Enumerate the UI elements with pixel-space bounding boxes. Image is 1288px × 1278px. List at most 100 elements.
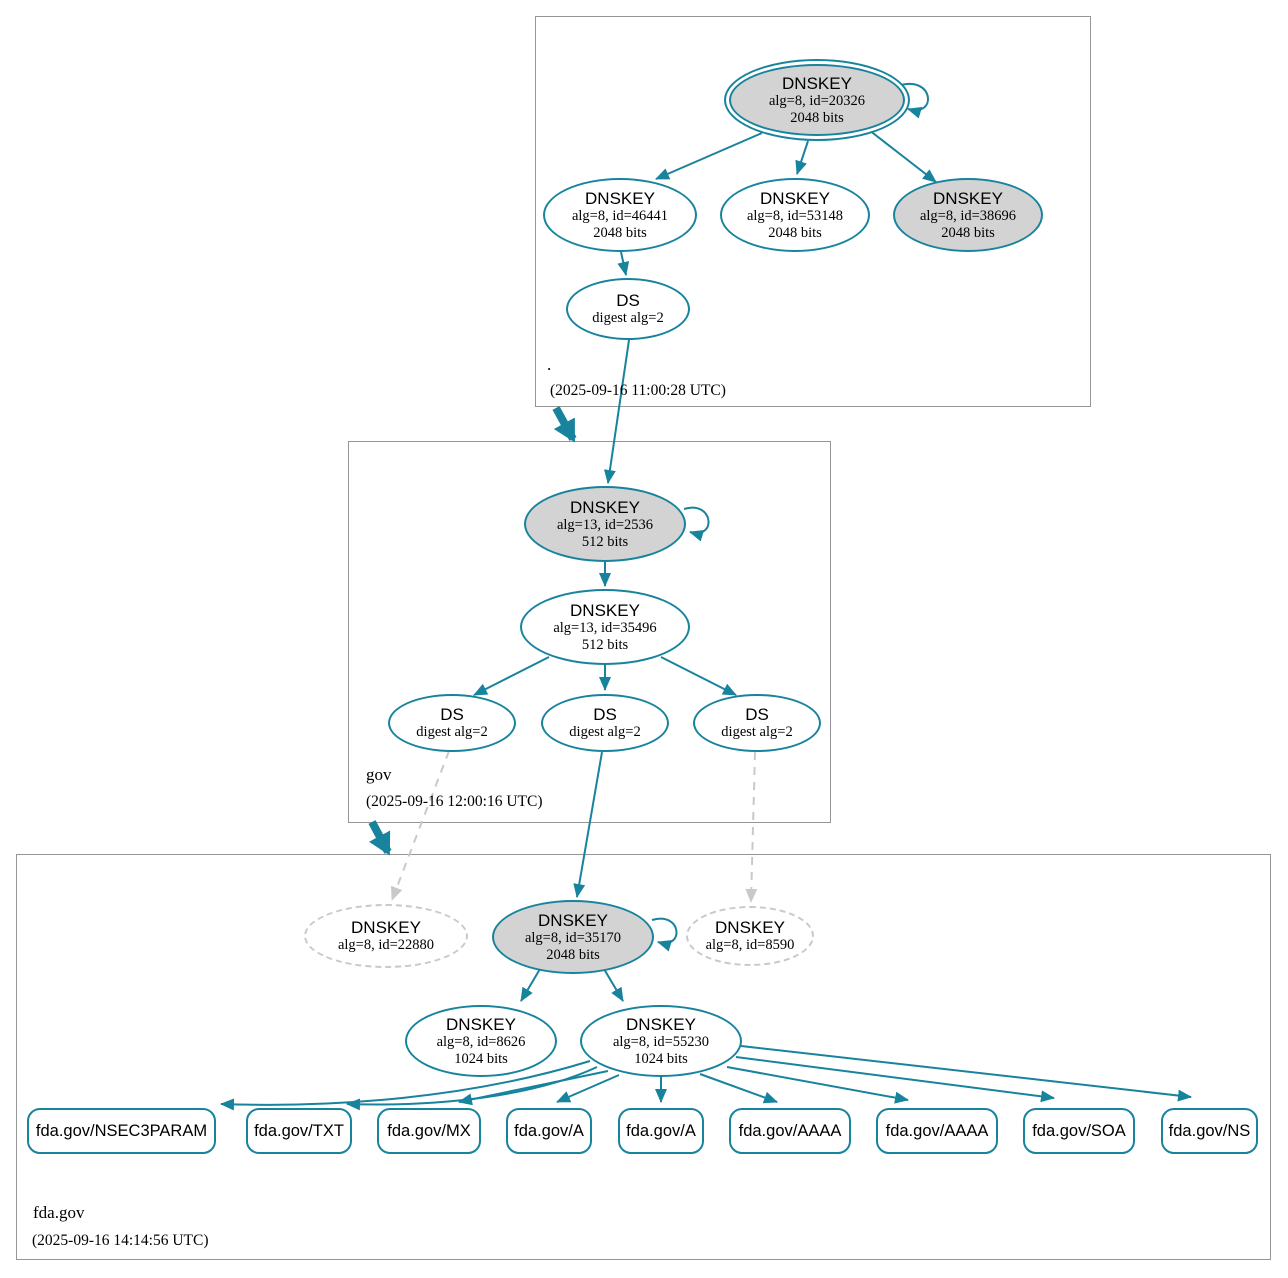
zone-timestamp-root: (2025-09-16 11:00:28 UTC) [550, 382, 726, 399]
zone-delegation-arrow-root-to-gov [552, 406, 577, 443]
fda-zone-edges [220, 917, 1192, 1111]
edge-zsk55230-to-ns [740, 1045, 1192, 1102]
node-alg-id: alg=8, id=46441 [571, 207, 669, 224]
ds-node-root: DS digest alg=2 [566, 278, 690, 340]
node-bits: 2048 bits [941, 224, 995, 241]
rrset-node-soa: fda.gov/SOA [1023, 1108, 1135, 1154]
edge-zsk55230-to-nsec3param [220, 1060, 591, 1111]
ds-node-gov-3: DS digest alg=2 [693, 694, 821, 752]
edge-zsk35496-to-ds1 [473, 656, 550, 696]
zone-box-root [535, 16, 1091, 407]
node-title: DNSKEY [715, 918, 785, 938]
node-digest: digest alg=2 [721, 724, 793, 741]
rrset-node-aaaa-1: fda.gov/AAAA [729, 1108, 851, 1154]
node-bits: 2048 bits [593, 224, 647, 241]
edge-gov-ds2-to-fda-ksk [573, 751, 603, 898]
edge-zsk55230-to-soa [735, 1056, 1055, 1103]
node-alg-id: alg=8, id=38696 [919, 207, 1017, 224]
node-title: DNSKEY [760, 188, 830, 208]
node-bits: 512 bits [581, 533, 629, 550]
edge-ksk20326-to-key38696 [868, 129, 937, 183]
dnskey-node-22880: DNSKEY alg=8, id=22880 [304, 904, 468, 968]
node-digest: digest alg=2 [569, 724, 641, 741]
self-loop-ksk35170 [651, 917, 678, 952]
node-title: DS [440, 705, 464, 725]
zone-label-gov: gov [366, 765, 392, 784]
node-digest: digest alg=2 [416, 724, 488, 741]
rrset-node-mx: fda.gov/MX [377, 1108, 481, 1154]
rrset-node-a-2: fda.gov/A [618, 1108, 704, 1154]
edge-zsk55230-to-a1 [556, 1074, 620, 1103]
node-alg-id: alg=8, id=53148 [746, 207, 844, 224]
node-alg-id: alg=8, id=8590 [705, 937, 795, 954]
edge-gov-ds3-to-key8590-dashed [745, 751, 758, 903]
ds-node-gov-2: DS digest alg=2 [541, 694, 669, 752]
edge-zsk35496-to-ds3 [660, 656, 737, 696]
dnskey-node-20326: DNSKEY alg=8, id=20326 2048 bits [724, 59, 910, 141]
node-alg-id: alg=8, id=55230 [612, 1033, 710, 1050]
node-title: DNSKEY [446, 1014, 516, 1034]
node-alg-id: alg=8, id=20326 [768, 92, 866, 109]
node-alg-id: alg=13, id=2536 [556, 516, 654, 533]
node-alg-id: alg=8, id=8626 [436, 1033, 526, 1050]
node-alg-id: alg=8, id=22880 [337, 937, 435, 954]
node-bits: 512 bits [581, 636, 629, 653]
dnskey-node-53148: DNSKEY alg=8, id=53148 2048 bits [720, 178, 870, 252]
node-bits: 2048 bits [790, 109, 844, 126]
node-bits: 1024 bits [634, 1050, 688, 1067]
dnskey-node-20326-inner: DNSKEY alg=8, id=20326 2048 bits [729, 64, 905, 136]
edge-zsk46441-to-ds [617, 251, 630, 276]
node-bits: 2048 bits [546, 946, 600, 963]
node-title: DS [593, 705, 617, 725]
dnskey-node-35170: DNSKEY alg=8, id=35170 2048 bits [492, 900, 654, 974]
zone-delegation-arrow-gov-to-fda [368, 820, 392, 856]
node-bits: 2048 bits [768, 224, 822, 241]
node-title: DNSKEY [351, 918, 421, 938]
node-title: DNSKEY [585, 188, 655, 208]
node-title: DNSKEY [782, 73, 852, 93]
edge-zsk55230-to-mx [458, 1070, 609, 1106]
rrset-node-a-1: fda.gov/A [506, 1108, 592, 1154]
dnskey-node-8626: DNSKEY alg=8, id=8626 1024 bits [405, 1005, 557, 1077]
node-title: DNSKEY [933, 188, 1003, 208]
node-title: DNSKEY [570, 497, 640, 517]
rrset-node-nsec3param: fda.gov/NSEC3PARAM [27, 1108, 216, 1154]
dnskey-node-46441: DNSKEY alg=8, id=46441 2048 bits [543, 178, 697, 252]
node-title: DNSKEY [570, 600, 640, 620]
zone-timestamp-gov: (2025-09-16 12:00:16 UTC) [366, 793, 543, 810]
node-digest: digest alg=2 [592, 310, 664, 327]
dnskey-node-55230: DNSKEY alg=8, id=55230 1024 bits [580, 1005, 742, 1077]
root-zone-edges [552, 83, 937, 484]
node-title: DS [616, 291, 640, 311]
zone-box-fda-gov [16, 854, 1271, 1260]
self-loop-ksk20326 [897, 83, 930, 119]
node-title: DNSKEY [626, 1014, 696, 1034]
dnskey-node-2536: DNSKEY alg=13, id=2536 512 bits [524, 486, 686, 562]
rrset-node-aaaa-2: fda.gov/AAAA [876, 1108, 998, 1154]
node-alg-id: alg=8, id=35170 [524, 929, 622, 946]
node-title: DNSKEY [538, 910, 608, 930]
node-title: DS [745, 705, 769, 725]
zone-timestamp-fda-gov: (2025-09-16 14:14:56 UTC) [32, 1232, 209, 1249]
rrset-node-ns: fda.gov/NS [1161, 1108, 1258, 1154]
self-loop-ksk2536 [683, 506, 710, 542]
node-bits: 1024 bits [454, 1050, 508, 1067]
edge-ksk35170-to-zsk55230 [603, 968, 624, 1002]
zone-label-root: . [547, 355, 552, 374]
zone-label-fda-gov: fda.gov [33, 1203, 85, 1222]
dnskey-node-8590: DNSKEY alg=8, id=8590 [686, 906, 814, 966]
rrset-node-txt: fda.gov/TXT [246, 1108, 352, 1154]
edge-zsk55230-to-aaaa1 [699, 1073, 778, 1104]
dnskey-node-38696: DNSKEY alg=8, id=38696 2048 bits [893, 178, 1043, 252]
dnskey-node-35496: DNSKEY alg=13, id=35496 512 bits [520, 589, 690, 665]
edge-ksk35170-to-zsk8626 [520, 968, 541, 1002]
edge-ksk20326-to-zsk53148 [795, 140, 809, 175]
ds-node-gov-1: DS digest alg=2 [388, 694, 516, 752]
edge-gov-ds1-to-key22880-dashed [391, 750, 450, 901]
edge-root-ds-to-gov-ksk [603, 339, 630, 484]
gov-zone-edges [368, 506, 758, 903]
edge-ksk20326-to-zsk46441 [655, 132, 763, 180]
edge-zsk55230-to-aaaa2 [726, 1066, 909, 1104]
